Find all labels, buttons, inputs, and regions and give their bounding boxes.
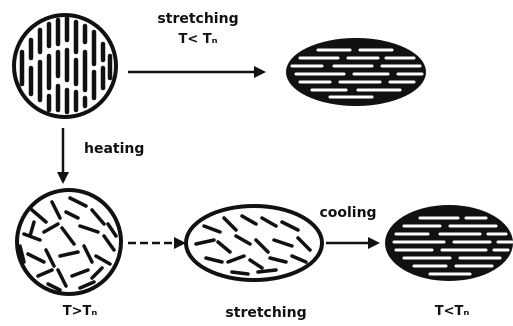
temperature-condition-low: T<Tₙ — [435, 305, 470, 318]
stretched-melt-ellipse — [186, 206, 322, 280]
stretched-oriented-ellipse-top — [286, 38, 426, 106]
heating-label: heating — [84, 142, 144, 156]
arrow-heating-down — [57, 128, 69, 184]
arrow-stretch-bottom — [128, 237, 186, 249]
stretching-label-bottom: stretching — [225, 306, 306, 320]
cooling-label: cooling — [319, 206, 376, 220]
stretching-label-top: stretching — [157, 12, 238, 26]
melted-random-sphere — [17, 190, 121, 294]
arrow-stretch-top — [128, 66, 266, 78]
temperature-condition-top: T< Tₙ — [178, 33, 217, 46]
arrow-cooling — [326, 237, 380, 249]
initial-spherulite-sphere — [14, 15, 116, 117]
cooled-oriented-ellipse — [385, 205, 513, 281]
temperature-condition-high: T>Tₙ — [63, 305, 98, 318]
